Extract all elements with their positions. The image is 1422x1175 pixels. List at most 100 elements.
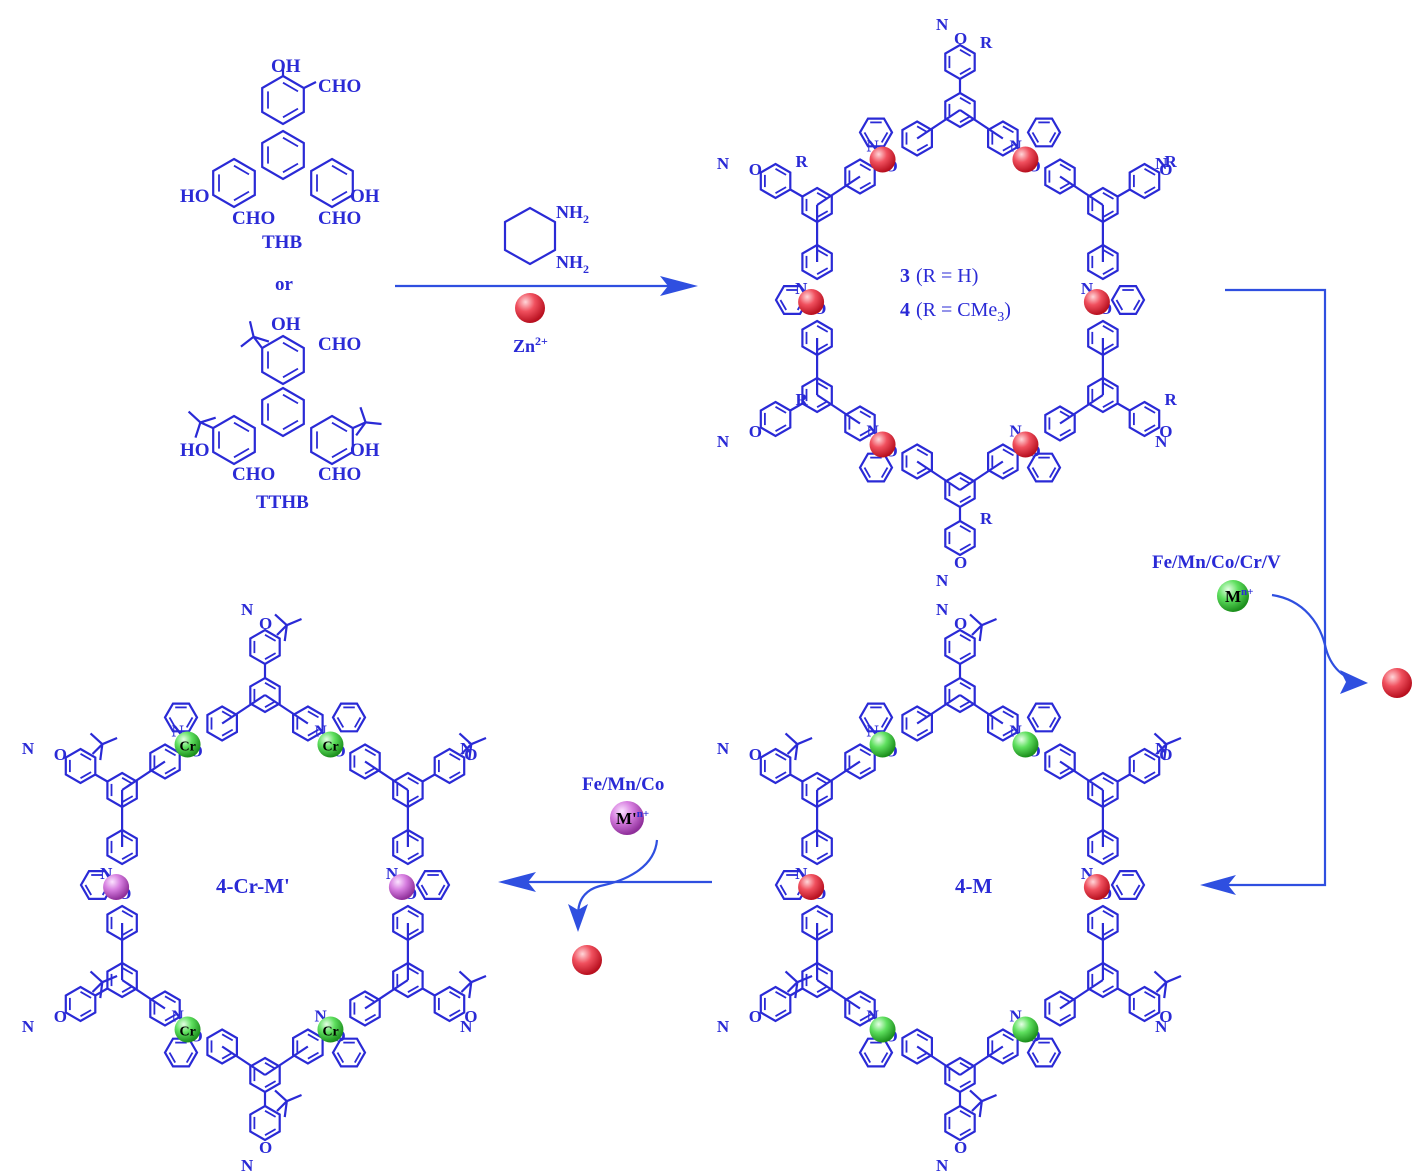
aromatic-bond — [282, 341, 299, 353]
tbu-methyl — [978, 1101, 983, 1118]
tbu-stem — [1155, 743, 1168, 755]
tthb-ring-left — [212, 414, 256, 466]
peripheral-aryl-ring — [944, 1104, 976, 1142]
compound-4m-label: 4-M — [955, 874, 992, 898]
step1: NH2 NH2 Zn2+ — [395, 202, 698, 356]
zinc-site-ball — [869, 431, 896, 458]
phenolate-o-label: O — [954, 614, 967, 633]
aromatic-bond — [307, 1051, 319, 1060]
tbu-stem — [276, 624, 288, 636]
tbu-stem — [786, 743, 799, 755]
metal-site-ball — [869, 731, 896, 758]
tbu-methyl — [981, 1093, 997, 1103]
tbu-methyl — [200, 416, 217, 424]
compound-4-label: 4(R = CMe3) — [900, 299, 1011, 325]
aromatic-bond — [1133, 299, 1141, 311]
bond — [303, 81, 317, 89]
aromatic-bond — [775, 1009, 787, 1017]
aromatic-bond — [1102, 343, 1114, 351]
aromatic-bond — [80, 1009, 92, 1017]
aromatic-bond — [407, 795, 419, 803]
aromatic-bond — [1031, 1052, 1040, 1064]
aromatic-bond — [1144, 168, 1156, 176]
tbu-methyl — [274, 613, 288, 627]
aromatic-bond — [1002, 125, 1014, 134]
tbu-methyl — [1153, 970, 1168, 984]
macrocycle-bond — [816, 760, 861, 791]
thb-label: THB — [262, 232, 302, 253]
peripheral-aryl-ring — [64, 747, 97, 785]
released-zinc-ball — [1382, 668, 1412, 698]
imine-n-label: N — [717, 154, 730, 173]
macrocycle-bond — [916, 694, 961, 725]
aromatic-bond — [84, 884, 92, 896]
tbu-stem — [199, 421, 214, 430]
cr-label: Cr — [180, 740, 196, 755]
step3-release-curve — [576, 839, 659, 916]
aromatic-bond — [1102, 400, 1114, 408]
tbu-methyl — [458, 732, 473, 746]
zinc-site-ball — [869, 146, 896, 173]
aromatic-bond — [121, 852, 134, 860]
zinc-site-ball — [798, 289, 825, 315]
aromatic-bond — [282, 419, 299, 431]
aromatic-bond — [307, 1033, 319, 1042]
imine-n-label: N — [1155, 1017, 1168, 1036]
aromatic-bond — [233, 190, 250, 202]
peripheral-aryl-ring — [759, 162, 792, 200]
tthb-oh-top: OH — [271, 314, 301, 335]
cyclohexane-ring — [1026, 452, 1062, 483]
macrocycle-bond — [1059, 175, 1104, 206]
aromatic-bond — [1031, 467, 1040, 479]
aromatic-bond — [168, 716, 176, 728]
aryl-link — [422, 773, 436, 783]
aromatic-bond — [121, 928, 134, 936]
step2-release-arrowhead — [1340, 670, 1368, 694]
aromatic-bond — [959, 682, 972, 690]
tbu-methyl — [978, 625, 983, 642]
r-substituent: R — [980, 509, 993, 528]
aromatic-bond — [336, 716, 345, 728]
step3-metals: Fe/Mn/Co — [582, 774, 664, 795]
tert-butyl-group — [1153, 970, 1182, 999]
core-benzene-ring — [801, 961, 833, 999]
thb-ring-right — [310, 157, 354, 209]
tbu-methyl — [784, 732, 799, 746]
macrocycle-bond — [959, 460, 1004, 491]
imine-n-label: N — [22, 739, 35, 758]
imine-n-label: N — [936, 600, 949, 619]
aryl-link — [422, 987, 436, 997]
aromatic-bond — [959, 652, 972, 660]
tbu-stem — [91, 743, 104, 755]
tbu-methyl — [283, 625, 288, 642]
aromatic-bond — [407, 777, 419, 785]
aromatic-bond — [816, 210, 829, 218]
tbu-stem — [276, 1100, 288, 1112]
macrocycle-3-4: ONRONRONRONRONRONRNONONONONONO — [717, 15, 1178, 590]
aromatic-bond — [816, 795, 829, 803]
aromatic-bond — [816, 325, 829, 333]
aromatic-bond — [1102, 210, 1114, 218]
imine-n-label: N — [717, 1017, 730, 1036]
macrocycle-bond — [121, 979, 166, 1010]
macrocycle-bond — [916, 109, 961, 140]
macrocycle-bond — [916, 1045, 961, 1076]
aromatic-bond — [779, 299, 787, 311]
aromatic-bond — [1102, 967, 1114, 975]
tbu-methyl — [796, 736, 813, 746]
imine-n-label: N — [241, 1156, 254, 1175]
aromatic-bond — [959, 543, 972, 551]
aromatic-bond — [1059, 748, 1072, 757]
r-substituent: R — [796, 152, 809, 171]
tbu-methyl — [1165, 736, 1182, 746]
step2-arrowhead — [1200, 875, 1236, 895]
aromatic-bond — [816, 343, 829, 351]
aromatic-bond — [816, 852, 829, 860]
tbu-stem — [91, 981, 104, 993]
tbu-stem — [352, 421, 367, 430]
aromatic-bond — [1002, 1033, 1014, 1042]
aromatic-bond — [1049, 131, 1057, 143]
nh2-bottom: NH2 — [556, 252, 589, 276]
aromatic-bond — [80, 991, 92, 999]
aromatic-bond — [775, 186, 787, 194]
